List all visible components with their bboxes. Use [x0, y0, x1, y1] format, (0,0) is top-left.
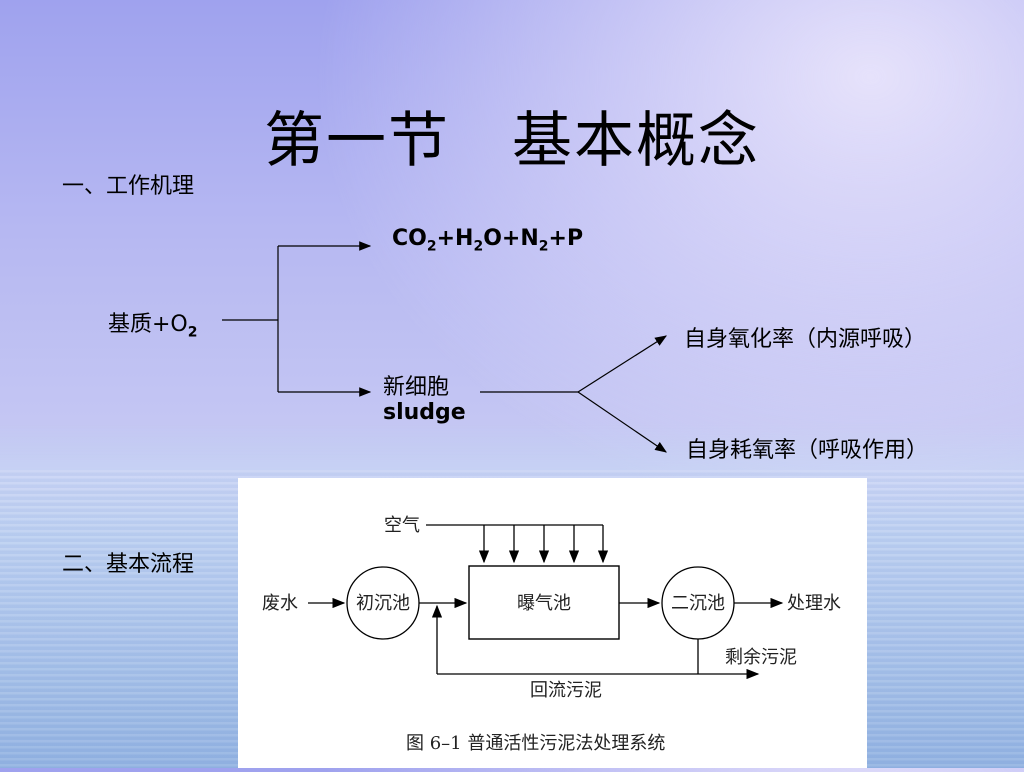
- return-sludge-label: 回流污泥: [530, 680, 602, 701]
- aeration-tank-label: 曝气池: [517, 593, 571, 614]
- influent-label: 废水: [262, 593, 298, 614]
- arrow-to-lower-branch: [577, 391, 667, 453]
- products-formula: CO2+H2O+N2+P: [392, 226, 584, 255]
- effluent-label: 处理水: [787, 593, 841, 614]
- new-cell-label: 新细胞: [383, 375, 450, 400]
- section-heading-process: 二、基本流程: [62, 552, 195, 577]
- page-title: 第一节 基本概念: [264, 106, 760, 176]
- branch-upper-label: 自身氧化率（内源呼吸）: [684, 327, 927, 352]
- process-flow-diagram: 空气 废水 初沉池 曝气池 二沉池 处理水 剩余污泥 回流污泥 图 6–1 普通…: [262, 515, 841, 754]
- section-heading-mechanism: 一、工作机理: [62, 174, 195, 199]
- air-label: 空气: [384, 515, 420, 536]
- substrate-label: 基质+O2: [108, 312, 198, 341]
- arrow-to-upper-branch: [577, 335, 668, 393]
- primary-tank-label: 初沉池: [356, 593, 410, 614]
- figure-caption: 图 6–1 普通活性污泥法处理系统: [406, 733, 665, 754]
- process-flow-figure: 空气 废水 初沉池 曝气池 二沉池 处理水 剩余污泥 回流污泥 图 6–1 普通…: [238, 478, 867, 768]
- secondary-tank-label: 二沉池: [671, 593, 725, 614]
- branch-lower-label: 自身耗氧率（呼吸作用）: [686, 438, 929, 463]
- excess-sludge-label: 剩余污泥: [725, 647, 797, 668]
- sludge-label: sludge: [383, 400, 466, 425]
